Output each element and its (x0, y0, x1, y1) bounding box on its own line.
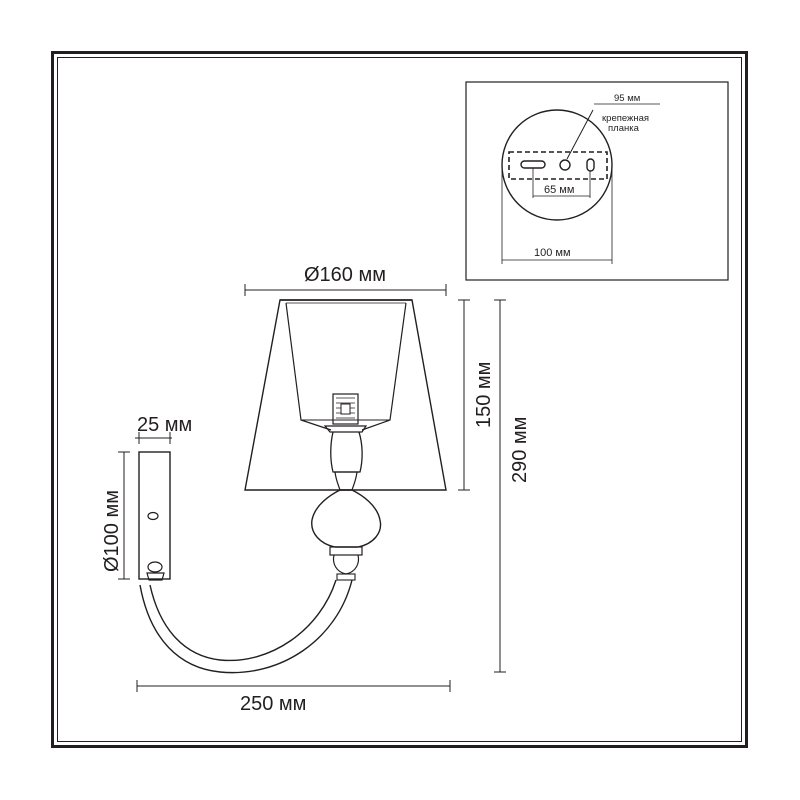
plate-label-1: крепежная (602, 113, 649, 124)
lamp-shade (244, 299, 447, 491)
mounting-detail-inset: 95 мм крепежная планка 65 мм 100 мм (465, 81, 729, 281)
base-circle (501, 109, 613, 221)
dim-shade-height: 150 мм (473, 362, 495, 428)
dim-shade-diameter: Ø160 мм (304, 264, 386, 286)
plate-label-2: планка (608, 123, 640, 134)
shade-frame-left (285, 302, 332, 431)
dim-total-width: 250 мм (240, 693, 306, 715)
wall-backplate (138, 451, 171, 580)
dim-backplate-diameter: Ø100 мм (101, 490, 123, 572)
arm-joint (147, 561, 163, 573)
center-hole (559, 159, 571, 171)
inner-frame (57, 57, 742, 742)
mounting-plate-outline (508, 151, 608, 180)
dim-95-label: 95 мм (614, 93, 640, 104)
curved-arm-outer (149, 579, 337, 662)
dim-100-label: 100 мм (534, 247, 571, 259)
shade-frame-right (361, 302, 407, 431)
leader-line (566, 109, 594, 160)
lamp-drawing (138, 299, 447, 674)
stem-upper (330, 431, 363, 473)
backplate-screw (147, 511, 159, 521)
dim-65-label: 65 мм (544, 184, 574, 196)
outer-frame (51, 51, 748, 748)
socket-collar (323, 425, 368, 433)
dim-total-height: 290 мм (509, 417, 531, 483)
inset-box (465, 81, 729, 281)
dimension-lines (118, 284, 506, 692)
lamp-body-bulb (311, 489, 382, 548)
slot-hole-right (586, 158, 595, 172)
curved-arm-inner (139, 579, 353, 674)
dim-backplate-width: 25 мм (137, 414, 192, 436)
lamp-socket (332, 393, 359, 425)
